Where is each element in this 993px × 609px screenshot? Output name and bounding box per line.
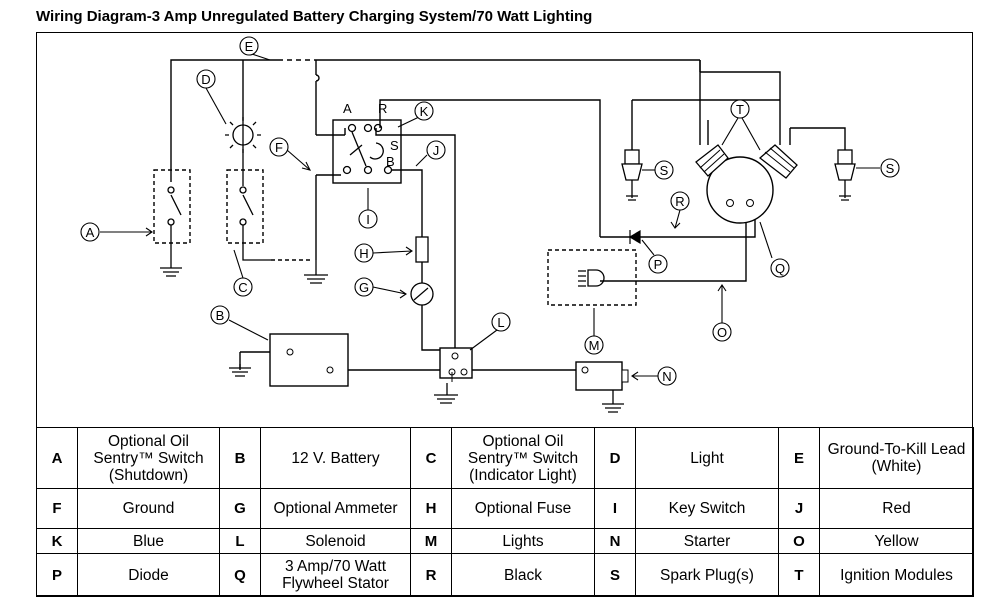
terminal-r: R — [378, 101, 387, 116]
legend-key: M — [410, 528, 452, 554]
legend-key: A — [36, 427, 78, 489]
terminal-a: A — [343, 101, 352, 116]
legend-label: Optional Ammeter — [260, 488, 411, 529]
diagram-title: Wiring Diagram-3 Amp Unregulated Battery… — [36, 8, 593, 25]
legend-key: R — [410, 553, 452, 597]
legend-key: N — [594, 528, 636, 554]
terminal-s: S — [390, 138, 399, 153]
legend-label: Red — [819, 488, 974, 529]
callout-k: K — [420, 104, 429, 119]
callout-t: T — [736, 102, 744, 117]
callout-s-right: S — [886, 161, 895, 176]
callout-i: I — [366, 212, 370, 227]
legend-key: Q — [219, 553, 261, 597]
callout-f: F — [275, 140, 283, 155]
callout-p: P — [654, 257, 663, 272]
callout-l: L — [497, 315, 504, 330]
legend-key: P — [36, 553, 78, 597]
legend-label: Key Switch — [635, 488, 779, 529]
legend-key: J — [778, 488, 820, 529]
callout-d: D — [201, 72, 210, 87]
wiring-diagram: A R S B — [80, 36, 900, 413]
callout-g: G — [359, 280, 369, 295]
legend-label: Diode — [77, 553, 220, 597]
callout-s-left: S — [660, 163, 669, 178]
legend-label: Starter — [635, 528, 779, 554]
callout-q: Q — [775, 261, 785, 276]
legend-key: L — [219, 528, 261, 554]
legend-label: Solenoid — [260, 528, 411, 554]
callout-b: B — [216, 308, 225, 323]
legend-key: H — [410, 488, 452, 529]
legend-key: T — [778, 553, 820, 597]
legend-key: D — [594, 427, 636, 489]
legend-row: A Optional Oil Sentry™ Switch (Shutdown)… — [36, 427, 974, 489]
legend-row: P Diode Q 3 Amp/70 Watt Flywheel Stator … — [36, 553, 974, 597]
legend-label: 12 V. Battery — [260, 427, 411, 489]
callout-c: C — [238, 280, 247, 295]
legend-key: B — [219, 427, 261, 489]
legend-label: Blue — [77, 528, 220, 554]
legend-key: K — [36, 528, 78, 554]
callout-n: N — [662, 369, 671, 384]
legend-label: Ground-To-Kill Lead (White) — [819, 427, 974, 489]
legend-key: O — [778, 528, 820, 554]
legend-row: F Ground G Optional Ammeter H Optional F… — [36, 488, 974, 529]
callout-a: A — [86, 225, 95, 240]
callout-h: H — [359, 246, 368, 261]
legend-label: Ignition Modules — [819, 553, 974, 597]
legend-label: 3 Amp/70 Watt Flywheel Stator — [260, 553, 411, 597]
callout-j: J — [433, 143, 440, 158]
legend-key: I — [594, 488, 636, 529]
callout-m: M — [589, 338, 600, 353]
legend-row: K Blue L Solenoid M Lights N Starter O Y… — [36, 528, 974, 554]
callout-r: R — [675, 194, 684, 209]
legend-label: Lights — [451, 528, 595, 554]
legend-key: E — [778, 427, 820, 489]
legend-key: F — [36, 488, 78, 529]
legend-label: Yellow — [819, 528, 974, 554]
legend-label: Spark Plug(s) — [635, 553, 779, 597]
legend-label: Light — [635, 427, 779, 489]
legend-label: Optional Oil Sentry™ Switch (Indicator L… — [451, 427, 595, 489]
terminal-b: B — [386, 154, 395, 169]
legend-key: G — [219, 488, 261, 529]
callout-e: E — [245, 39, 254, 54]
callout-o: O — [717, 325, 727, 340]
legend-label: Optional Oil Sentry™ Switch (Shutdown) — [77, 427, 220, 489]
legend-key: C — [410, 427, 452, 489]
legend-label: Black — [451, 553, 595, 597]
legend-label: Optional Fuse — [451, 488, 595, 529]
legend-label: Ground — [77, 488, 220, 529]
legend-key: S — [594, 553, 636, 597]
legend-table: A Optional Oil Sentry™ Switch (Shutdown)… — [36, 427, 974, 597]
